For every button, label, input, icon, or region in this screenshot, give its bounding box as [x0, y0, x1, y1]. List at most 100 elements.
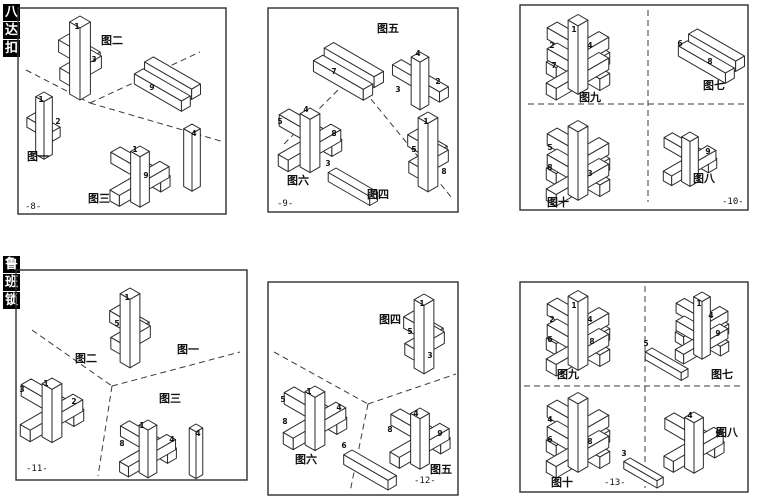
piece-number: 4: [415, 49, 420, 58]
dashed-divider-line: [367, 373, 457, 405]
figure-label: 图九: [557, 367, 579, 381]
figure-label: 图二: [75, 352, 97, 365]
puzzle-drawing: [546, 393, 609, 479]
piece-number: 9: [149, 83, 154, 92]
piece-number: 8: [587, 437, 592, 446]
piece-number: 1: [124, 293, 129, 302]
piece-number: 1: [571, 301, 576, 310]
piece-number: 4: [587, 41, 592, 50]
figure-label: 图一: [27, 150, 49, 163]
puzzle-drawing: [134, 57, 200, 111]
piece-number: 5: [411, 145, 416, 154]
piece-number: 4: [547, 415, 552, 424]
dashed-divider-line: [97, 385, 113, 477]
puzzle-piece-figure-burr3: [110, 146, 170, 207]
piece-number: 8: [387, 425, 392, 434]
puzzle-drawing: [546, 291, 609, 377]
series-label-badakou: 八达扣: [3, 4, 20, 57]
piece-number: 9: [437, 429, 442, 438]
puzzle-piece-figure-big: [546, 121, 609, 207]
figure-label: 图二: [101, 34, 123, 47]
piece-number: 1: [43, 379, 48, 388]
figure-label: 图六: [295, 452, 317, 466]
piece-number: 6: [547, 435, 552, 444]
piece-number: 2: [71, 397, 76, 406]
piece-number: 2: [435, 77, 440, 86]
piece-number: 5: [280, 395, 285, 404]
piece-number: 1: [74, 22, 79, 31]
piece-number: 5: [277, 117, 282, 126]
puzzle-drawing: [546, 121, 609, 207]
piece-number: 3: [427, 351, 432, 360]
figure-label: 图三: [88, 192, 110, 205]
piece-number: 3: [621, 449, 626, 458]
panel-border: [519, 4, 749, 211]
piece-number: 6: [341, 441, 346, 450]
panel-border: [15, 269, 248, 481]
piece-number: 9: [715, 329, 720, 338]
figure-label: 图九: [579, 90, 601, 104]
piece-number: 7: [551, 61, 556, 70]
series-label-char: 达: [3, 22, 20, 39]
dashed-divider-line: [111, 351, 241, 387]
figure-label: 图五: [377, 22, 399, 35]
puzzle-piece-figure-stick-u: [624, 458, 663, 488]
figure-label: 图七: [711, 367, 733, 381]
dashed-divider-line: [349, 403, 369, 493]
piece-number: 4: [587, 315, 592, 324]
piece-number: 1: [38, 95, 43, 104]
piece-number: 3: [325, 159, 330, 168]
piece-number: 4: [303, 105, 308, 114]
piece-number: 6: [677, 39, 682, 48]
piece-number: 6: [547, 335, 552, 344]
puzzle-piece-figure-big: [546, 393, 609, 479]
puzzle-piece-figure-big: [675, 292, 728, 364]
puzzle-piece-figure-big: [546, 15, 609, 101]
series-label-char: 鲁: [3, 256, 20, 273]
piece-number: 2: [549, 315, 554, 324]
puzzle-piece-figure-burr3: [664, 412, 724, 473]
piece-number: 8: [707, 57, 712, 66]
piece-number: 9: [715, 429, 720, 438]
puzzle-drawing: [283, 386, 346, 451]
puzzle-piece-figure-burr3: [120, 420, 177, 478]
piece-number: 4: [191, 129, 196, 138]
series-label-char: 扣: [3, 40, 20, 57]
piece-number: 3: [91, 55, 96, 64]
piece-number: 4: [169, 435, 174, 444]
piece-number: 4: [687, 411, 692, 420]
piece-number: 2: [55, 117, 60, 126]
piece-number: 8: [282, 417, 287, 426]
piece-number: 8: [589, 337, 594, 346]
piece-number: 1: [571, 25, 576, 34]
piece-number: 8: [547, 163, 552, 172]
figure-label: 图四: [367, 188, 389, 201]
puzzle-piece-figure-pair: [313, 43, 383, 101]
page-number: -8-: [25, 202, 41, 212]
piece-number: 5: [643, 339, 648, 348]
figure-label: 图六: [287, 173, 309, 187]
piece-number: 5: [547, 143, 552, 152]
panel-border: [267, 7, 459, 213]
dashed-divider-line: [89, 102, 225, 143]
piece-number: 5: [114, 319, 119, 328]
panel-border: [267, 281, 459, 496]
piece-number: 3: [19, 385, 24, 394]
figure-label: 图八: [693, 172, 716, 185]
piece-number: 3: [587, 169, 592, 178]
puzzle-drawing: [664, 412, 724, 473]
piece-number: 4: [195, 429, 200, 438]
puzzle-drawing: [675, 292, 728, 364]
piece-number: 9: [143, 171, 148, 180]
puzzle-drawing: [624, 458, 663, 488]
puzzle-drawing: [110, 146, 170, 207]
piece-number: 4: [413, 409, 418, 418]
piece-number: 8: [331, 129, 336, 138]
